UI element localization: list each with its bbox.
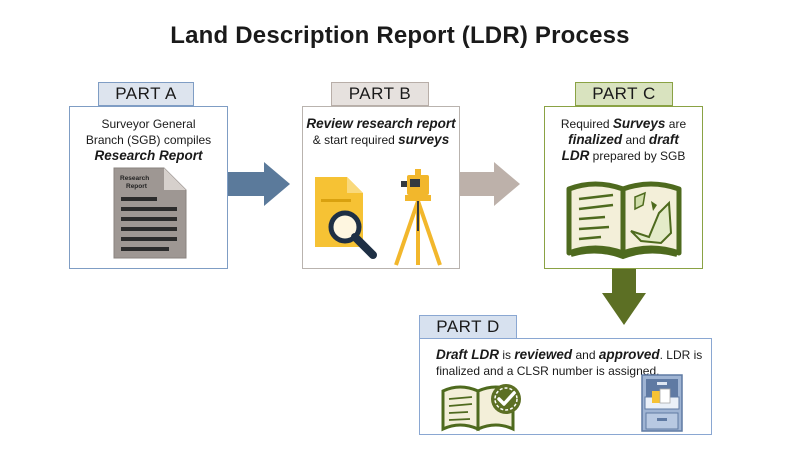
part-b-emphasis1: Review research report <box>306 116 456 131</box>
open-map-book-icon <box>566 181 682 260</box>
part-c-t4: prepared by SGB <box>589 149 686 163</box>
diagram-title: Land Description Report (LDR) Process <box>170 22 630 49</box>
tripod-survey-instrument-icon <box>394 169 442 266</box>
part-b-emphasis2: surveys <box>398 132 450 147</box>
part-c-e3: draft <box>648 132 679 147</box>
research-report-document-icon: Research Report <box>113 167 187 259</box>
part-b-panel: Review research report & start required … <box>302 106 460 269</box>
part-b-plain: & start required <box>312 133 399 147</box>
part-a-line1: Surveyor General <box>101 117 196 131</box>
part-d-tab: PART D <box>419 315 517 339</box>
part-b-label: PART B <box>348 84 412 103</box>
part-a-panel: Surveyor General Branch (SGB) compiles R… <box>69 106 228 269</box>
part-c-t2: are <box>665 117 687 131</box>
arrow-b-to-c <box>460 162 520 206</box>
part-c-t3: and <box>622 133 649 147</box>
part-a-tab: PART A <box>98 82 194 106</box>
part-d-line2: finalized and a CLSR number is assigned. <box>436 364 660 378</box>
filing-cabinet-icon <box>641 374 683 432</box>
part-c-e2: finalized <box>568 132 623 147</box>
doc-label-2: Report <box>126 183 148 190</box>
part-d-e2: reviewed <box>514 347 573 362</box>
part-c-t1: Required <box>560 117 613 131</box>
part-d-text: Draft LDR is reviewed and approved. LDR … <box>436 347 708 379</box>
part-c-panel: Required Surveys are finalized and draft… <box>544 106 703 269</box>
doc-label-1: Research <box>120 175 149 182</box>
part-d-t1: is <box>499 348 515 362</box>
part-d-e1: Draft LDR <box>436 347 499 362</box>
part-a-label: PART A <box>115 84 177 103</box>
approved-book-checkmark-icon <box>441 384 521 432</box>
part-d-t3: . LDR is <box>659 348 703 362</box>
part-b-text: Review research report & start required … <box>303 116 459 148</box>
part-c-label: PART C <box>592 84 656 103</box>
part-c-e1: Surveys <box>612 116 666 131</box>
part-a-text: Surveyor General Branch (SGB) compiles R… <box>70 116 227 164</box>
part-c-e4: LDR <box>561 148 590 163</box>
part-a-emphasis: Research Report <box>94 148 203 163</box>
part-a-line2: Branch (SGB) compiles <box>85 133 212 147</box>
magnifier-document-icon <box>315 177 377 259</box>
part-d-label: PART D <box>436 317 500 336</box>
arrow-a-to-b <box>228 162 290 206</box>
part-b-tab: PART B <box>331 82 429 106</box>
part-c-text: Required Surveys are finalized and draft… <box>545 116 702 164</box>
part-d-t2: and <box>572 348 599 362</box>
arrow-c-to-d <box>602 269 646 325</box>
part-d-panel: Draft LDR is reviewed and approved. LDR … <box>419 338 712 435</box>
part-d-e3: approved <box>598 347 660 362</box>
part-c-tab: PART C <box>575 82 673 106</box>
